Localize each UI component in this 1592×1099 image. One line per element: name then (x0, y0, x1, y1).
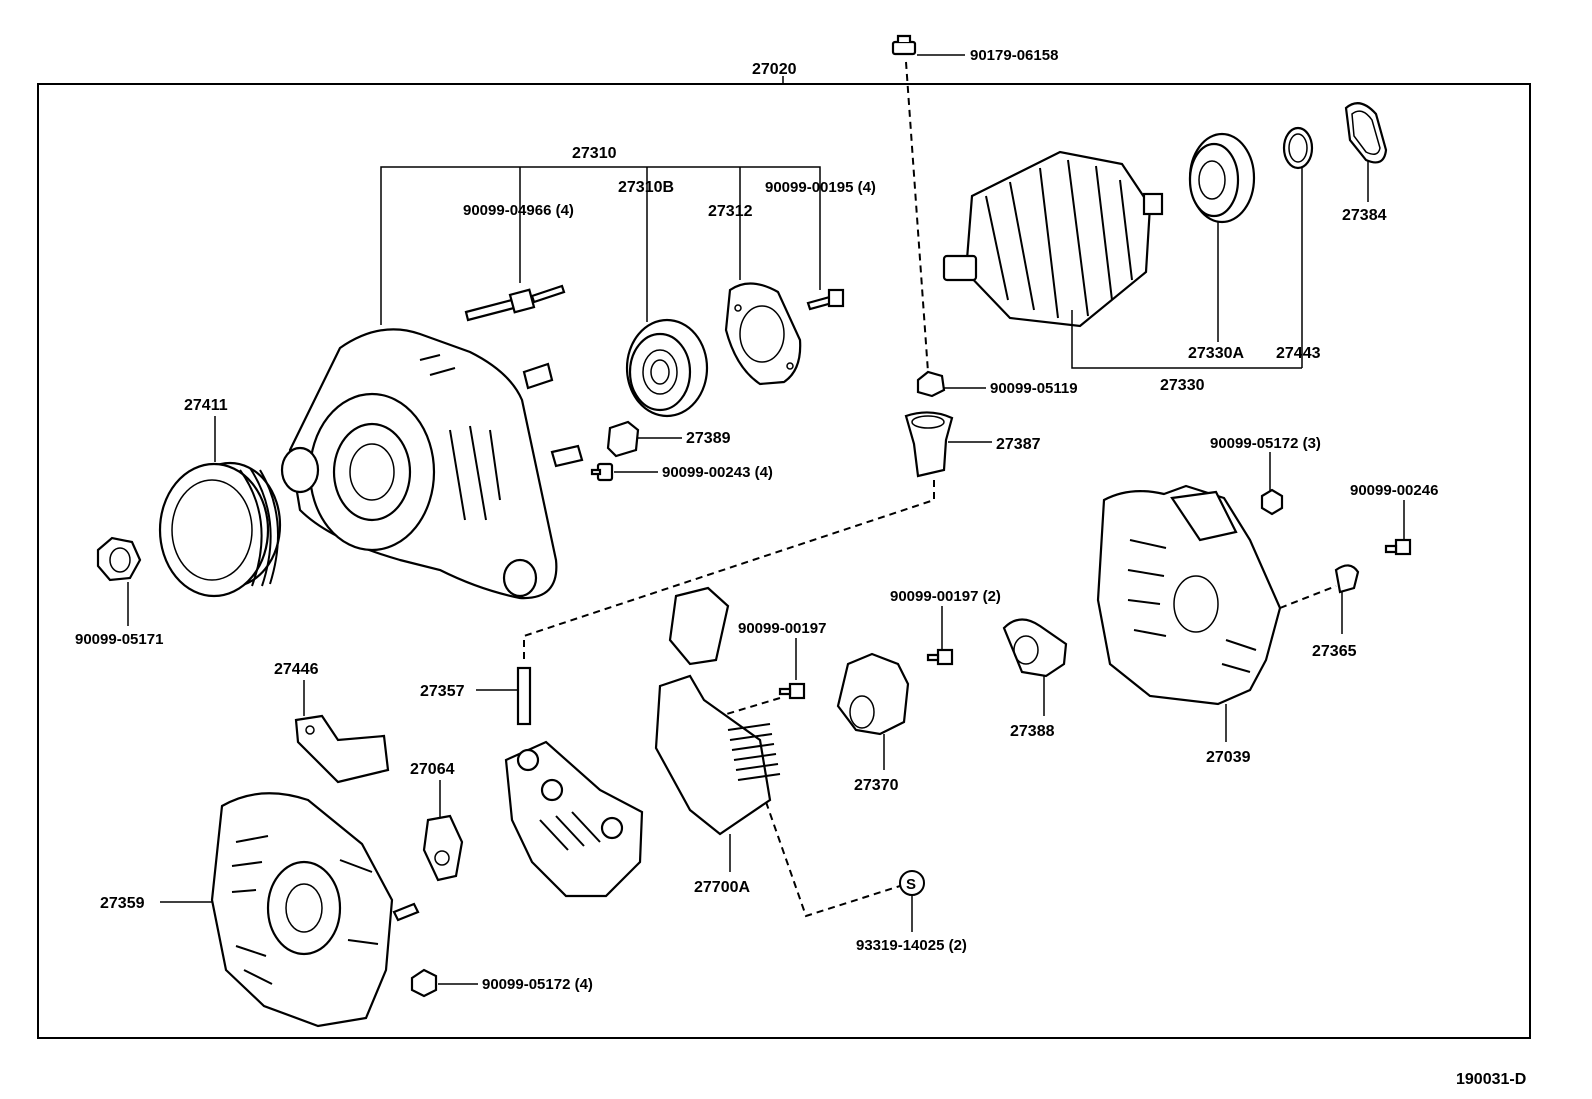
label-27064[interactable]: 27064 (410, 761, 455, 778)
label-90099-00197[interactable]: 90099-00197 (738, 620, 826, 637)
drive-end-frame-icon[interactable] (280, 328, 584, 600)
label-27384[interactable]: 27384 (1342, 207, 1387, 224)
label-27443[interactable]: 27443 (1276, 345, 1321, 362)
label-27388[interactable]: 27388 (1010, 723, 1055, 740)
label-27389[interactable]: 27389 (686, 430, 731, 447)
bearing-27330A-icon[interactable] (1188, 132, 1256, 224)
screw-90099-00243-icon[interactable] (590, 462, 614, 482)
label-27330A[interactable]: 27330A (1188, 345, 1244, 362)
label-27039[interactable]: 27039 (1206, 749, 1251, 766)
diagram-id: 190031-D (1456, 1071, 1526, 1088)
rectifier-holder-icon[interactable] (504, 666, 644, 898)
label-27330[interactable]: 27330 (1160, 377, 1205, 394)
label-27446[interactable]: 27446 (274, 661, 319, 678)
screw-90099-00195-icon[interactable] (806, 288, 845, 311)
cover-27384-icon[interactable] (1344, 102, 1388, 164)
label-27357[interactable]: 27357 (420, 683, 465, 700)
voltage-regulator-icon[interactable] (654, 586, 781, 836)
label-90099-00195[interactable]: 90099-00195 (4) (765, 179, 876, 196)
plate-27064-icon[interactable] (422, 814, 464, 882)
label-90099-04966[interactable]: 90099-04966 (4) (463, 202, 574, 219)
bearing-27310B-icon[interactable] (625, 318, 709, 418)
rectifier-end-frame-icon[interactable] (1096, 484, 1282, 706)
retainer-plate-icon[interactable] (724, 282, 802, 386)
nut-90099-05119-icon[interactable] (916, 370, 946, 398)
label-90099-05172-4[interactable]: 90099-05172 (4) (482, 976, 593, 993)
s-mark-icon[interactable]: S (899, 870, 925, 896)
label-90099-00246[interactable]: 90099-00246 (1350, 482, 1438, 499)
label-90099-00197-2[interactable]: 90099-00197 (2) (890, 588, 1001, 605)
terminal-cap-27389-icon[interactable] (606, 420, 640, 458)
terminal-insulator-27388-icon[interactable] (1002, 618, 1068, 678)
nut-90099-05172-icon[interactable] (1260, 488, 1284, 516)
label-27700A[interactable]: 27700A (694, 879, 750, 896)
ring-27443-icon[interactable] (1282, 126, 1314, 170)
stud-bolt-icon[interactable] (464, 284, 566, 322)
assembly-frame (37, 83, 1531, 1039)
bracket-27446-icon[interactable] (294, 714, 390, 784)
label-90179-06158[interactable]: 90179-06158 (970, 47, 1058, 64)
bushing-27365-icon[interactable] (1334, 564, 1360, 594)
insulator-27387-icon[interactable] (904, 411, 954, 478)
label-27020[interactable]: 27020 (752, 61, 797, 78)
label-27310[interactable]: 27310 (572, 145, 617, 162)
label-90099-05172-3[interactable]: 90099-05172 (3) (1210, 435, 1321, 452)
brush-holder-27370-icon[interactable] (836, 652, 910, 736)
label-27387[interactable]: 27387 (996, 436, 1041, 453)
label-27411[interactable]: 27411 (184, 397, 228, 414)
bolt-90179-06158-icon[interactable] (891, 34, 917, 56)
label-27359[interactable]: 27359 (100, 895, 145, 912)
label-90099-05119[interactable]: 90099-05119 (990, 380, 1078, 397)
nut-90099-05171-icon[interactable] (96, 536, 142, 582)
label-27310B[interactable]: 27310B (618, 179, 674, 196)
label-93319-14025[interactable]: 93319-14025 (2) (856, 937, 967, 954)
screw-90099-00246-icon[interactable] (1384, 538, 1412, 556)
label-27312[interactable]: 27312 (708, 203, 753, 220)
pulley-icon[interactable] (158, 461, 282, 598)
label-90099-00243[interactable]: 90099-00243 (4) (662, 464, 773, 481)
label-27365[interactable]: 27365 (1312, 643, 1357, 660)
label-90099-05171[interactable]: 90099-05171 (75, 631, 163, 648)
label-27370[interactable]: 27370 (854, 777, 899, 794)
screw-90099-00197-icon[interactable] (778, 682, 806, 700)
rear-end-cover-icon[interactable] (210, 792, 420, 1028)
svg-text:S: S (906, 876, 916, 893)
screw-90099-00197-2-icon[interactable] (926, 648, 954, 666)
nut-90099-05172-4-icon[interactable] (410, 968, 438, 998)
rotor-icon[interactable] (942, 150, 1164, 328)
